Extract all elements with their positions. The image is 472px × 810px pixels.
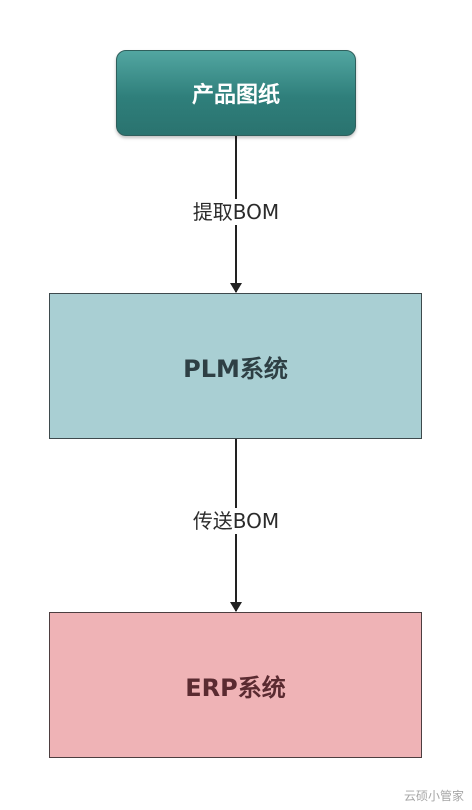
- node-plm-system: PLM系统: [49, 293, 422, 439]
- node-plm-system-label: PLM系统: [183, 354, 288, 383]
- node-product-drawing-label: 产品图纸: [191, 83, 280, 108]
- edge-label-extract-bom: 提取BOM: [160, 199, 312, 225]
- edge-label-transfer-bom: 传送BOM: [160, 508, 312, 534]
- node-erp-system-label: ERP系统: [185, 673, 286, 702]
- watermark-text: 云硕小管家: [403, 789, 464, 803]
- node-product-drawing: 产品图纸: [116, 50, 356, 136]
- node-erp-system: ERP系统: [49, 612, 422, 758]
